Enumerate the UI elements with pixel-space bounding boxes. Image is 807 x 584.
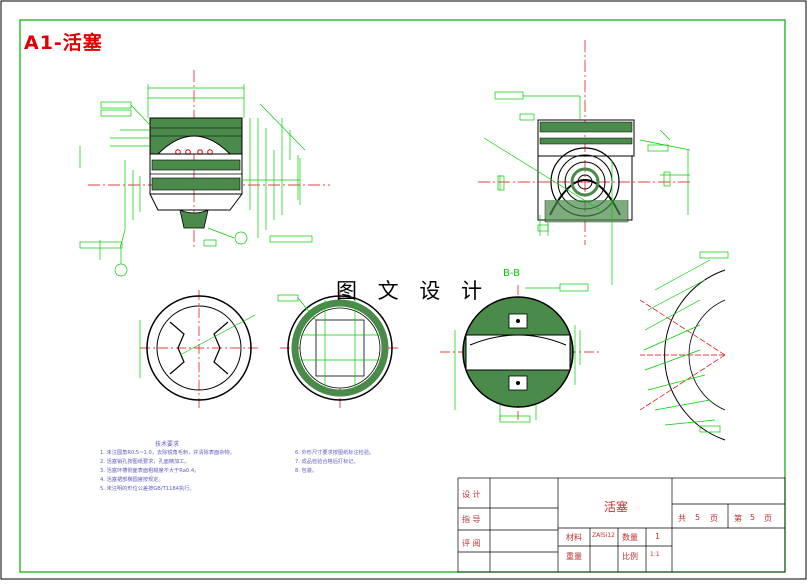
tech-item: 8. 包装。 <box>295 468 318 474</box>
tech-item: 6. 外形尺寸要求按图纸标注检验。 <box>295 450 375 456</box>
ring-detail-view <box>639 251 729 441</box>
front-section-view <box>79 70 330 277</box>
tech-item: 3. 活塞环槽侧面表面粗糙度不大于Ra0.4。 <box>100 468 200 474</box>
tech-item: 7. 成品检验合格后打标记。 <box>295 459 359 465</box>
tech-item: 4. 活塞裙部椭圆度按规定。 <box>100 477 164 483</box>
tech-requirements: 技术要求 1. 未注圆角R0.5~1.0，去除锐角毛刺，并清除表面杂物。 2. … <box>100 440 450 494</box>
drawing-title: A1-活塞 <box>24 32 103 54</box>
section-label: B-B <box>503 268 520 279</box>
tech-item: 5. 未注明的形位公差按GB/T1184执行。 <box>100 486 195 492</box>
section-b-view <box>440 283 600 423</box>
watermark-text: 图 文 设 计 <box>336 279 490 303</box>
bottom-view <box>277 290 400 410</box>
tech-heading: 技术要求 <box>155 441 180 448</box>
tech-item: 1. 未注圆角R0.5~1.0，去除锐角毛刺，并清除表面杂物。 <box>100 450 235 456</box>
title-block <box>457 477 786 573</box>
tech-item: 2. 活塞销孔按图纸要求，孔面精加工。 <box>100 459 190 465</box>
side-section-view <box>478 40 691 285</box>
top-view-cutout <box>139 290 258 410</box>
inner-frame <box>19 19 786 573</box>
